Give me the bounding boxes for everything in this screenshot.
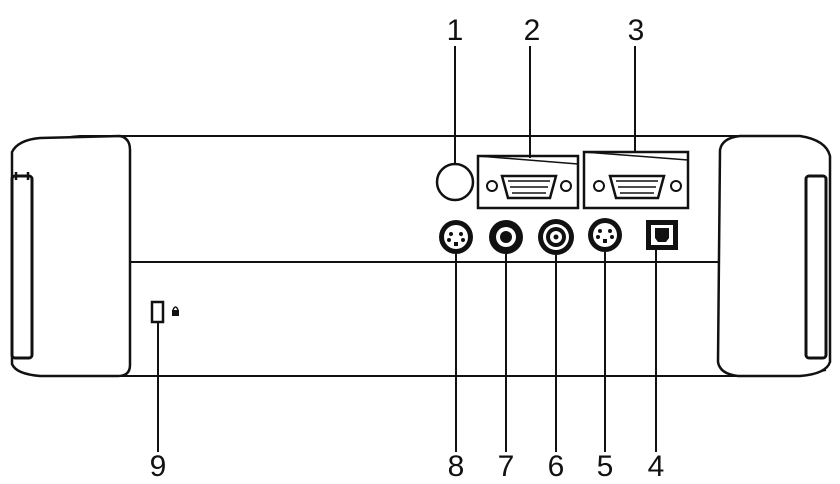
port-usb-b	[646, 220, 678, 250]
callout-8: 8	[448, 450, 465, 483]
callout-3: 3	[628, 14, 645, 47]
left-bumper	[10, 134, 132, 378]
port-coaxial	[538, 219, 574, 255]
port-vga-right	[582, 150, 690, 210]
port-round-button	[435, 162, 475, 202]
port-mini-din-left	[439, 220, 473, 254]
callout-9: 9	[150, 450, 167, 483]
callout-1: 1	[447, 14, 464, 47]
callout-4: 4	[648, 450, 665, 483]
device-body	[29, 135, 827, 377]
right-bumper	[716, 134, 832, 378]
padlock-icon	[172, 306, 179, 316]
callout-6: 6	[548, 450, 565, 483]
port-rca-jack	[489, 220, 523, 254]
body-top-edge	[39, 135, 827, 151]
callout-5: 5	[597, 450, 614, 483]
security-slot	[150, 300, 179, 324]
port-vga-left	[476, 154, 580, 210]
callout-2: 2	[524, 14, 541, 47]
callout-7: 7	[498, 450, 515, 483]
port-mini-din-right	[588, 218, 622, 252]
leader-lines	[157, 46, 657, 452]
callout-numbers: 1 2 3 4 5 6 7 8 9	[150, 14, 665, 483]
